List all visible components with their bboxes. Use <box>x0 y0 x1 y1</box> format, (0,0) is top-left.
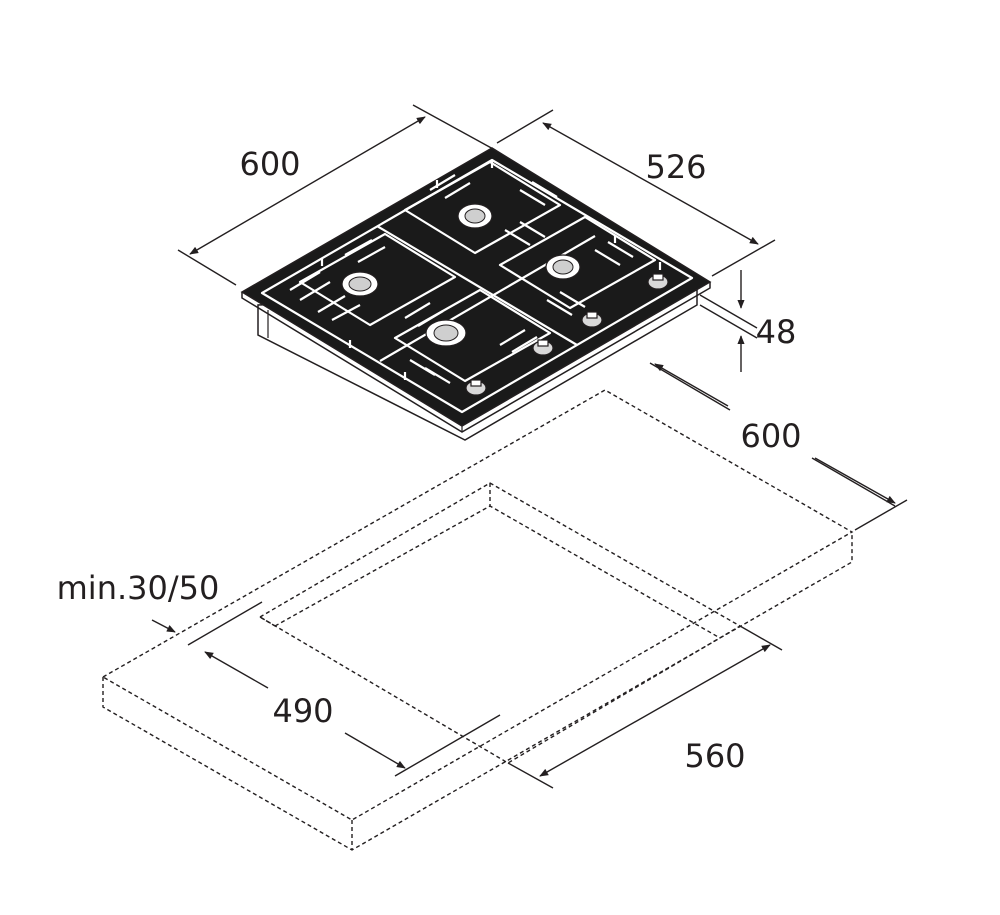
dimension-lines <box>151 104 908 789</box>
burner-front-left <box>425 319 467 347</box>
label-cutout-depth: 490 <box>272 692 333 730</box>
knob-1 <box>465 379 487 396</box>
control-knobs <box>465 273 669 396</box>
knob-2 <box>532 339 554 356</box>
label-cutout-width: 560 <box>684 737 745 775</box>
burner-rear-right <box>457 203 493 229</box>
burners <box>341 203 581 347</box>
hob <box>240 147 712 441</box>
label-min-clearance: min.30/50 <box>57 569 220 607</box>
label-countertop-depth: 600 <box>740 417 801 455</box>
knob-4 <box>647 273 669 290</box>
label-hob-depth: 526 <box>645 148 706 186</box>
knob-3 <box>581 311 603 328</box>
burner-front-right <box>545 254 581 280</box>
countertop <box>101 389 854 851</box>
label-hob-width: 600 <box>239 145 300 183</box>
label-hob-height: 48 <box>756 313 797 351</box>
burner-rear-left <box>341 271 379 297</box>
